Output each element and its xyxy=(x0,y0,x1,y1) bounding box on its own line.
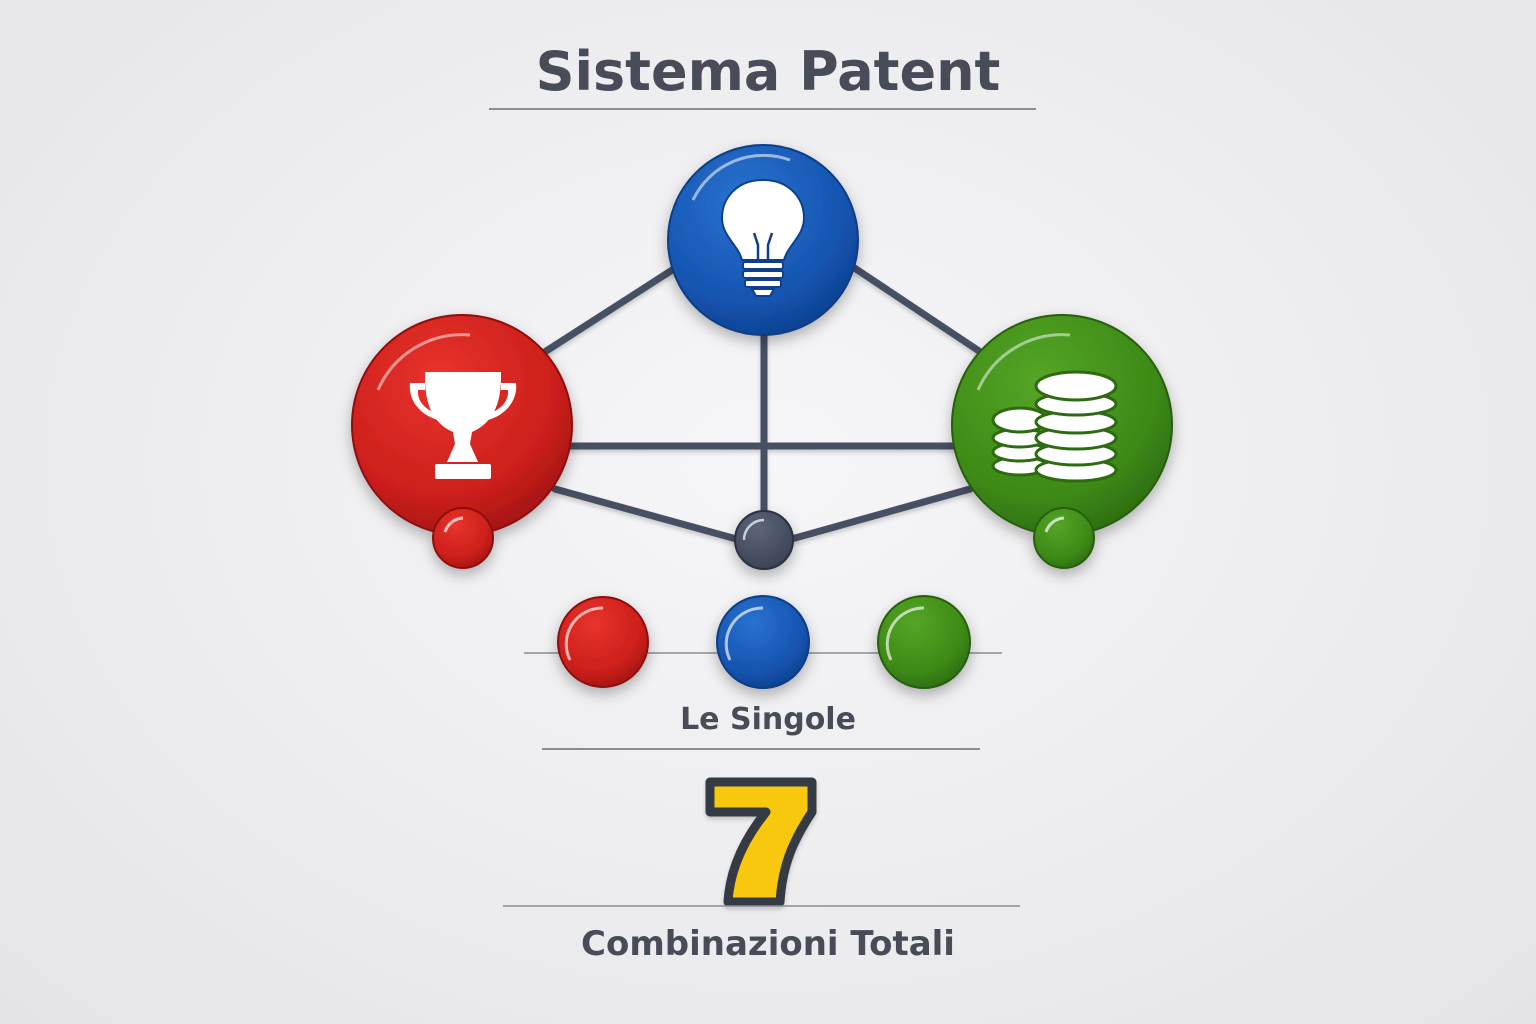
singles-dots xyxy=(557,595,971,689)
lightbulb-icon xyxy=(720,178,806,297)
total-count-figure xyxy=(705,777,817,907)
single-dot-blue[interactable] xyxy=(716,595,810,689)
connection-lines xyxy=(536,261,989,544)
money-node-marker xyxy=(1033,507,1095,569)
trophy-icon xyxy=(409,372,517,479)
singles-label-divider xyxy=(542,748,980,750)
line-money-center xyxy=(784,485,974,544)
line-idea-money xyxy=(846,261,989,359)
line-winner-idea xyxy=(536,261,684,359)
page-title: Sistema Patent xyxy=(535,40,1001,103)
title-divider xyxy=(489,108,1036,110)
coins-stack-icon xyxy=(991,370,1118,483)
center-hub-node[interactable] xyxy=(734,510,794,570)
single-dot-green[interactable] xyxy=(877,595,971,689)
single-dot-red[interactable] xyxy=(557,596,649,688)
line-winner-center xyxy=(551,485,744,544)
singles-label: Le Singole xyxy=(680,702,856,737)
winner-node-marker xyxy=(432,507,494,569)
total-label: Combinazioni Totali xyxy=(581,924,955,964)
